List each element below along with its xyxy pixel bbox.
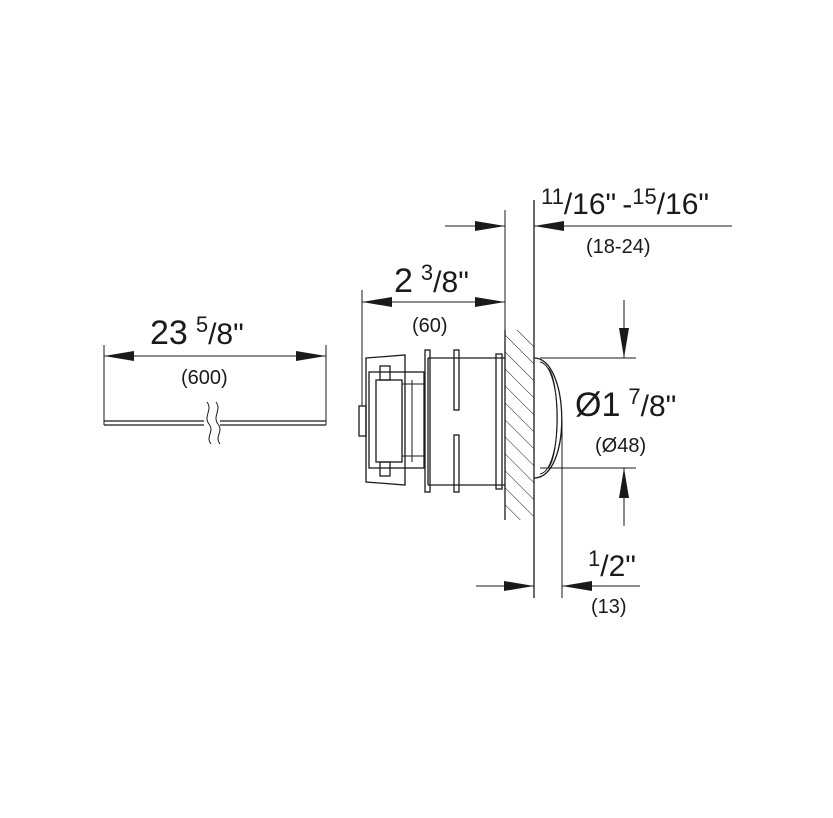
body-depth-metric: (60) (412, 315, 448, 337)
actuator-body (358, 349, 505, 493)
wall-thickness-label: 11/16"-15/16" (541, 184, 709, 221)
button-projection-dimension (476, 420, 640, 598)
button-projection-metric: (13) (591, 596, 627, 618)
hose-length-dimension (103, 345, 327, 424)
hose (103, 401, 327, 445)
hose-length-metric: (600) (181, 367, 228, 389)
body-depth-dimension (361, 290, 505, 406)
break-symbol (206, 401, 212, 445)
button-diameter-metric: (Ø48) (595, 435, 646, 457)
wall-thickness-dimension (445, 221, 732, 231)
push-button (533, 357, 563, 479)
wall (504, 200, 535, 598)
button-diameter-dimension (540, 300, 636, 526)
wall-thickness-metric: (18-24) (586, 236, 650, 258)
button-projection-label: 1/2" (588, 546, 636, 583)
